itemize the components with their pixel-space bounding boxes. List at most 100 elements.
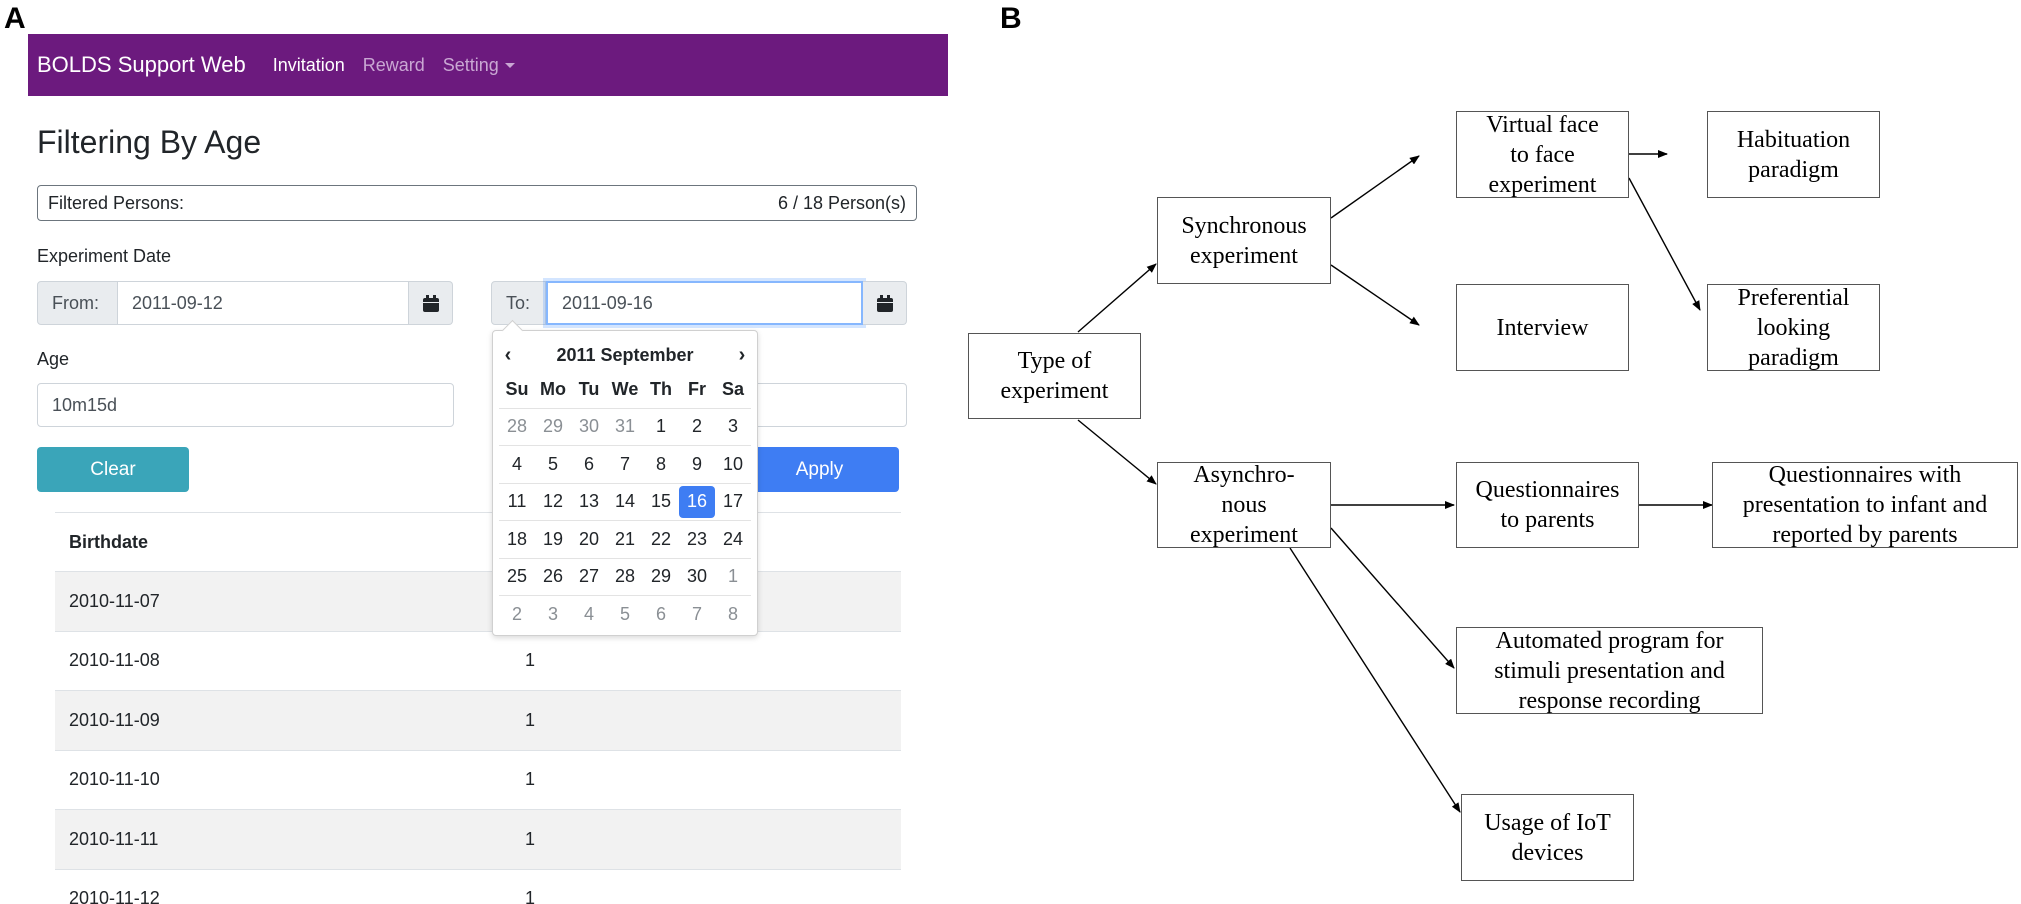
datepicker-day[interactable]: 3 (547, 603, 558, 624)
table-row[interactable]: 2010-11-11 1 (55, 809, 901, 869)
nav-link-setting[interactable]: Setting (443, 55, 515, 76)
datepicker-day[interactable]: 28 (506, 416, 528, 437)
box-iot-devices-label: Usage of IoT devices (1484, 809, 1611, 866)
datepicker-day[interactable]: 5 (619, 603, 630, 624)
count-cell: 1 (525, 709, 536, 730)
box-iot-devices: Usage of IoT devices (1461, 794, 1634, 881)
datepicker-day[interactable]: 14 (614, 491, 636, 512)
arrow-sync-to-virtual (1330, 155, 1420, 219)
birthdate-cell: 2010-11-12 (69, 888, 160, 904)
datepicker-day[interactable]: 30 (686, 566, 708, 587)
datepicker-week-row: 18 19 20 21 22 23 24 (499, 520, 751, 558)
datepicker-day[interactable]: 26 (542, 566, 564, 587)
datepicker-weekday: Sa (721, 378, 745, 399)
navbar-brand[interactable]: BOLDS Support Web (37, 52, 246, 77)
datepicker-day[interactable]: 4 (583, 603, 594, 624)
datepicker-day[interactable]: 29 (542, 416, 564, 437)
datepicker-day[interactable]: 21 (614, 528, 636, 549)
datepicker-day[interactable]: 31 (614, 416, 636, 437)
to-date-input[interactable]: 2011-09-16 (546, 281, 863, 325)
datepicker-day[interactable]: 1 (727, 566, 738, 587)
datepicker-day[interactable]: 22 (650, 528, 672, 549)
datepicker-day[interactable]: 12 (542, 491, 564, 512)
datepicker-day[interactable]: 15 (650, 491, 672, 512)
datepicker-week-row: 28 29 30 31 1 2 3 (499, 407, 751, 446)
datepicker-day[interactable]: 25 (506, 566, 528, 587)
datepicker-day[interactable]: 6 (583, 453, 594, 474)
datepicker-day[interactable]: 8 (727, 603, 738, 624)
filtered-persons-count: 6 / 18 Person(s) (777, 192, 906, 213)
datepicker-day[interactable]: 7 (691, 603, 702, 624)
datepicker-day[interactable]: 1 (655, 416, 666, 437)
next-month-icon[interactable]: › (738, 343, 746, 366)
nav-link-reward[interactable]: Reward (362, 54, 425, 75)
datepicker-day[interactable]: 5 (547, 453, 558, 474)
count-cell: 1 (525, 769, 536, 790)
from-label: From: (37, 281, 118, 325)
datepicker-day[interactable]: 24 (722, 528, 744, 549)
datepicker-weekday: We (611, 378, 639, 399)
datepicker-day[interactable]: 3 (727, 416, 738, 437)
datepicker-day[interactable]: 6 (655, 603, 666, 624)
datepicker-day[interactable]: 30 (578, 416, 600, 437)
datepicker-day[interactable]: 19 (542, 528, 564, 549)
clear-button[interactable]: Clear (37, 447, 189, 492)
panel-label-b: B (1000, 2, 1022, 35)
count-cell: 1 (525, 828, 536, 849)
datepicker-week-row: 2 3 4 5 6 7 8 (499, 595, 751, 633)
panel-b-flowchart: Type of experiment Synchronous experimen… (960, 0, 2021, 904)
box-synchronous-label: Synchronous experiment (1181, 212, 1307, 269)
birthdate-cell: 2010-11-11 (69, 828, 159, 849)
to-date-group: To: 2011-09-16 (491, 281, 907, 325)
datepicker-week-row: 4 5 6 7 8 9 10 (499, 445, 751, 483)
table-row[interactable]: 2010-11-12 1 (55, 868, 901, 904)
table-row[interactable]: 2010-11-07 (55, 571, 901, 631)
datepicker-day[interactable]: 18 (506, 528, 528, 549)
count-cell: 1 (525, 888, 536, 904)
datepicker-day[interactable]: 20 (578, 528, 600, 549)
apply-button[interactable]: Apply (740, 447, 899, 492)
nav-link-setting-label: Setting (442, 54, 499, 75)
datepicker-day[interactable]: 2 (511, 603, 522, 624)
datepicker-day[interactable]: 11 (507, 491, 527, 512)
age-input[interactable]: 10m15d (37, 383, 454, 427)
datepicker-month-title[interactable]: 2011 September (556, 344, 694, 365)
datepicker-day[interactable]: 23 (686, 528, 708, 549)
datepicker-day-selected[interactable]: 16 (679, 485, 715, 518)
box-questionnaires-parents: Questionnaires to parents (1456, 462, 1639, 548)
box-virtual-face: Virtual face to face experiment (1456, 111, 1629, 198)
datepicker-day[interactable]: 4 (511, 453, 522, 474)
datepicker-day[interactable]: 13 (578, 491, 600, 512)
datepicker-day[interactable]: 8 (655, 453, 666, 474)
box-automated-program-label: Automated program for stimuli presentati… (1494, 627, 1725, 714)
panel-a-screenshot: BOLDS Support Web Invitation Reward Sett… (0, 0, 960, 904)
calendar-icon (422, 294, 439, 312)
datepicker-day[interactable]: 9 (691, 453, 702, 474)
datepicker-day[interactable]: 27 (578, 566, 600, 587)
box-asynchronous: Asynchro- nous experiment (1157, 462, 1331, 548)
prev-month-icon[interactable]: ‹ (504, 343, 512, 366)
datepicker-day[interactable]: 17 (722, 491, 744, 512)
box-preferential-label: Preferential looking paradigm (1737, 284, 1850, 371)
from-date-group: From: 2011-09-12 (37, 281, 453, 325)
datepicker-day[interactable]: 28 (614, 566, 636, 587)
to-calendar-button[interactable] (863, 281, 907, 325)
datepicker-day[interactable]: 2 (691, 416, 702, 437)
datepicker-day[interactable]: 10 (722, 453, 744, 474)
datepicker-day[interactable]: 7 (619, 453, 630, 474)
datepicker-weekday: Th (650, 378, 672, 399)
arrow-type-to-sync (1077, 263, 1157, 333)
arrow-virtual-to-preferential (1628, 177, 1701, 311)
age-to-input[interactable] (740, 383, 907, 427)
page-title: Filtering By Age (37, 124, 262, 160)
from-calendar-button[interactable] (409, 281, 453, 325)
experiment-date-label: Experiment Date (37, 246, 172, 266)
box-habituation-label: Habituation paradigm (1736, 126, 1851, 183)
datepicker-day[interactable]: 29 (650, 566, 672, 587)
from-date-input[interactable]: 2011-09-12 (118, 281, 409, 325)
nav-link-invitation[interactable]: Invitation (272, 54, 345, 75)
